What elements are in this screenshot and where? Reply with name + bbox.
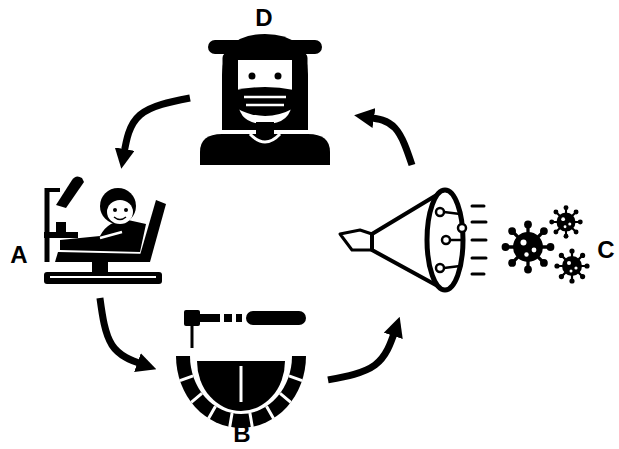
tongue (197, 361, 285, 411)
eye (124, 208, 128, 212)
stage-node: A (5, 168, 167, 298)
tooth-dividers (180, 376, 302, 427)
aerosol-icon (340, 190, 590, 290)
eye (275, 73, 282, 80)
smile (114, 217, 126, 220)
stage-letter: C (597, 238, 614, 262)
face-mask (236, 87, 294, 116)
eye (249, 73, 256, 80)
handpiece-ring (224, 314, 232, 322)
neck (256, 122, 274, 136)
lamp-pole (45, 188, 50, 262)
lamp-head (56, 176, 84, 208)
cycle-arrow (100, 298, 143, 365)
patient-hair (100, 188, 136, 224)
stage-node: B (155, 306, 328, 448)
eye (113, 208, 117, 212)
stage-letter: A (10, 243, 27, 267)
stage-node: C (335, 165, 615, 318)
shoulders (200, 134, 330, 165)
spray-lines (472, 206, 486, 274)
droplet (436, 208, 444, 216)
chair-column (92, 262, 108, 274)
virus-symbol (554, 248, 589, 283)
cycle-arrow (328, 330, 395, 380)
dental-arch-icon (176, 310, 306, 428)
stage-node: D (190, 5, 355, 163)
teeth-band (176, 356, 306, 428)
virus-symbol (549, 205, 582, 238)
droplet (442, 236, 450, 244)
handpiece-head (184, 310, 200, 326)
mask-pleats (244, 97, 286, 105)
patient-arm (100, 232, 122, 238)
patient-face (107, 200, 133, 224)
drill-bur (191, 326, 194, 348)
handpiece-ring (236, 314, 242, 322)
stage-letter: B (233, 422, 250, 446)
dental-chair-icon (44, 176, 166, 284)
tray (44, 232, 78, 238)
tongue-line (240, 366, 243, 402)
virus-symbol (502, 221, 555, 274)
cycle-arrow (368, 117, 412, 165)
cycle-arrow (124, 98, 190, 155)
handpiece-grip (246, 311, 306, 325)
lamp-arm (47, 188, 60, 192)
cup (56, 222, 66, 232)
handpiece-neck (200, 314, 220, 322)
edge-group (100, 98, 412, 380)
droplet (458, 224, 466, 232)
neckline (250, 134, 280, 142)
droplet (436, 264, 444, 272)
cone-mouth (427, 190, 463, 290)
health-worker-icon (200, 34, 330, 165)
stage-letter: D (255, 6, 272, 30)
patient-body (60, 220, 146, 252)
chair-seat (55, 252, 150, 262)
nozzle (340, 230, 372, 250)
arch-gap (190, 356, 292, 414)
base-line (50, 276, 156, 278)
shield-band (208, 40, 322, 54)
